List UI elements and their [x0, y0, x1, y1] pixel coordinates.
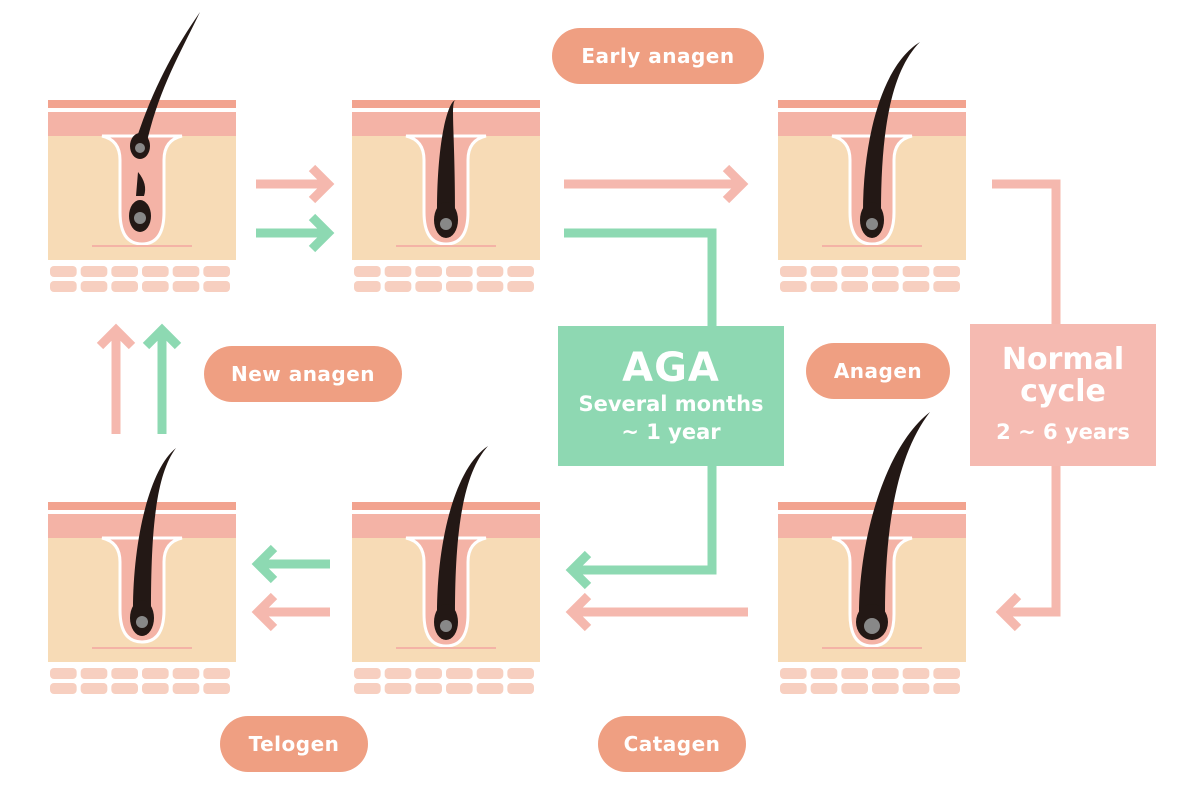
hair-shaft	[130, 448, 176, 636]
arrow-transition-to-telogen-pink	[251, 592, 330, 632]
cell-layer	[354, 668, 534, 694]
arrow-transition-to-telogen-green	[251, 544, 330, 584]
label-new-anagen: New anagen	[204, 346, 402, 402]
panel-telogen-transition	[352, 446, 540, 694]
arrow-new-to-early-pink	[256, 164, 335, 204]
panel-telogen	[48, 448, 236, 694]
label-catagen: Catagen	[598, 716, 746, 772]
surface-band	[352, 100, 540, 108]
cell-layer	[780, 266, 960, 292]
arrow-telogen-to-new-pink	[96, 323, 136, 434]
normal-cycle-box: Normal cycle 2 ~ 6 years	[970, 324, 1156, 466]
normal-title-line1: Normal	[1001, 342, 1125, 377]
hair-shaft	[434, 446, 488, 640]
normal-title-line2: cycle	[1020, 374, 1106, 409]
aga-duration-box: AGA Several months ~ 1 year	[558, 326, 784, 466]
panel-early-anagen	[352, 100, 540, 292]
cell-layer	[354, 266, 534, 292]
hair-shaft	[129, 12, 200, 232]
arrow-catagen-to-transition	[565, 592, 748, 632]
hair-shaft	[856, 412, 930, 640]
surface-band	[778, 100, 966, 108]
arrow-early-to-anagen	[564, 164, 749, 204]
cell-layer	[780, 668, 960, 694]
arrow-new-to-early-green	[256, 213, 335, 253]
panel-anagen	[778, 42, 966, 292]
surface-band	[778, 502, 966, 510]
normal-duration: 2 ~ 6 years	[996, 420, 1130, 444]
label-telogen: Telogen	[220, 716, 368, 772]
arrow-telogen-to-new-green	[142, 323, 182, 434]
surface-band	[48, 100, 236, 108]
label-anagen: Anagen	[806, 343, 950, 399]
aga-duration-line2: ~ 1 year	[621, 420, 721, 444]
aga-title: AGA	[622, 345, 720, 391]
cell-layer	[50, 668, 230, 694]
panel-new-anagen	[48, 12, 236, 292]
surface-band	[352, 502, 540, 510]
surface-band	[48, 502, 236, 510]
label-early-anagen: Early anagen	[552, 28, 764, 84]
hair-shaft	[860, 42, 920, 238]
cell-layer	[50, 266, 230, 292]
aga-duration-line1: Several months	[578, 392, 764, 416]
panel-catagen	[778, 412, 966, 694]
hair-shaft	[434, 100, 458, 238]
